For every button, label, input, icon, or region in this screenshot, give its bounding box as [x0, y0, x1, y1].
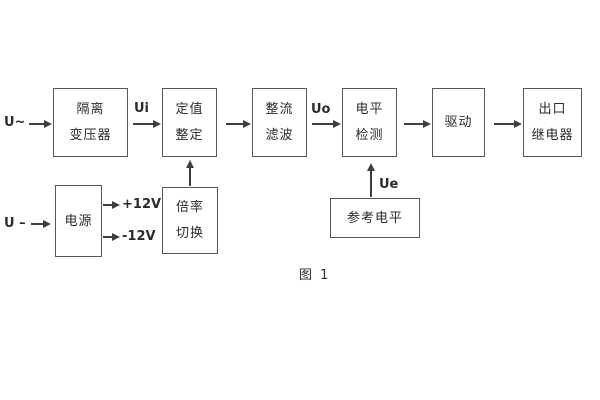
arrow-power-to-neg12v	[103, 233, 120, 241]
arrow-reference-to-level	[367, 163, 375, 197]
arrow-ac-to-isolation	[29, 120, 52, 128]
input-dc-label: U –	[4, 216, 26, 231]
rail-pos12v-label: +12V	[122, 197, 162, 212]
arrow-rectifier-to-level	[312, 120, 341, 128]
block-rectifier-filter: 整流 滤波	[252, 88, 307, 157]
block-isolation-transformer-line1: 隔离	[76, 101, 105, 117]
arrow-dc-to-power	[31, 220, 51, 228]
block-setpoint-adjust-line1: 定值	[175, 101, 204, 117]
block-level-detect: 电平 检测	[342, 88, 397, 157]
rail-neg12v-label: -12V	[122, 229, 156, 244]
block-ratio-switch-line1: 倍率	[175, 200, 204, 215]
block-rectifier-filter-line2: 滤波	[265, 128, 294, 144]
arrow-power-to-pos12v	[103, 201, 120, 209]
input-ac-label: U~	[4, 115, 26, 130]
block-reference-level: 参考电平	[330, 198, 420, 238]
block-output-relay-line2: 继电器	[531, 128, 574, 144]
arrow-level-to-drive	[404, 120, 431, 128]
block-reference-level-line1: 参考电平	[346, 210, 403, 226]
block-isolation-transformer: 隔离 变压器	[53, 88, 128, 157]
block-isolation-transformer-line2: 变压器	[69, 128, 112, 144]
signal-ue-label: Ue	[379, 177, 399, 192]
block-ratio-switch: 倍率 切换	[162, 187, 218, 254]
signal-uo-label: Uo	[311, 102, 331, 117]
arrow-drive-to-relay	[494, 120, 522, 128]
block-setpoint-adjust-line2: 整定	[175, 128, 204, 144]
arrow-ratio-to-setpoint	[186, 160, 194, 186]
arrow-isolation-to-setpoint	[133, 120, 161, 128]
block-level-detect-line2: 检测	[355, 128, 384, 144]
signal-ui-label: Ui	[134, 101, 150, 116]
block-ratio-switch-line2: 切换	[175, 226, 204, 241]
block-rectifier-filter-line1: 整流	[265, 101, 294, 117]
arrow-setpoint-to-rectifier	[226, 120, 251, 128]
block-setpoint-adjust: 定值 整定	[162, 88, 217, 157]
block-output-relay-line1: 出口	[538, 101, 567, 117]
block-level-detect-line1: 电平	[355, 101, 384, 117]
figure-caption: 图 1	[299, 268, 331, 283]
block-power-supply: 电源	[55, 185, 102, 257]
block-drive-line1: 驱动	[444, 115, 473, 130]
block-drive: 驱动	[432, 88, 485, 157]
block-output-relay: 出口 继电器	[523, 88, 582, 157]
block-power-supply-line1: 电源	[64, 213, 93, 229]
